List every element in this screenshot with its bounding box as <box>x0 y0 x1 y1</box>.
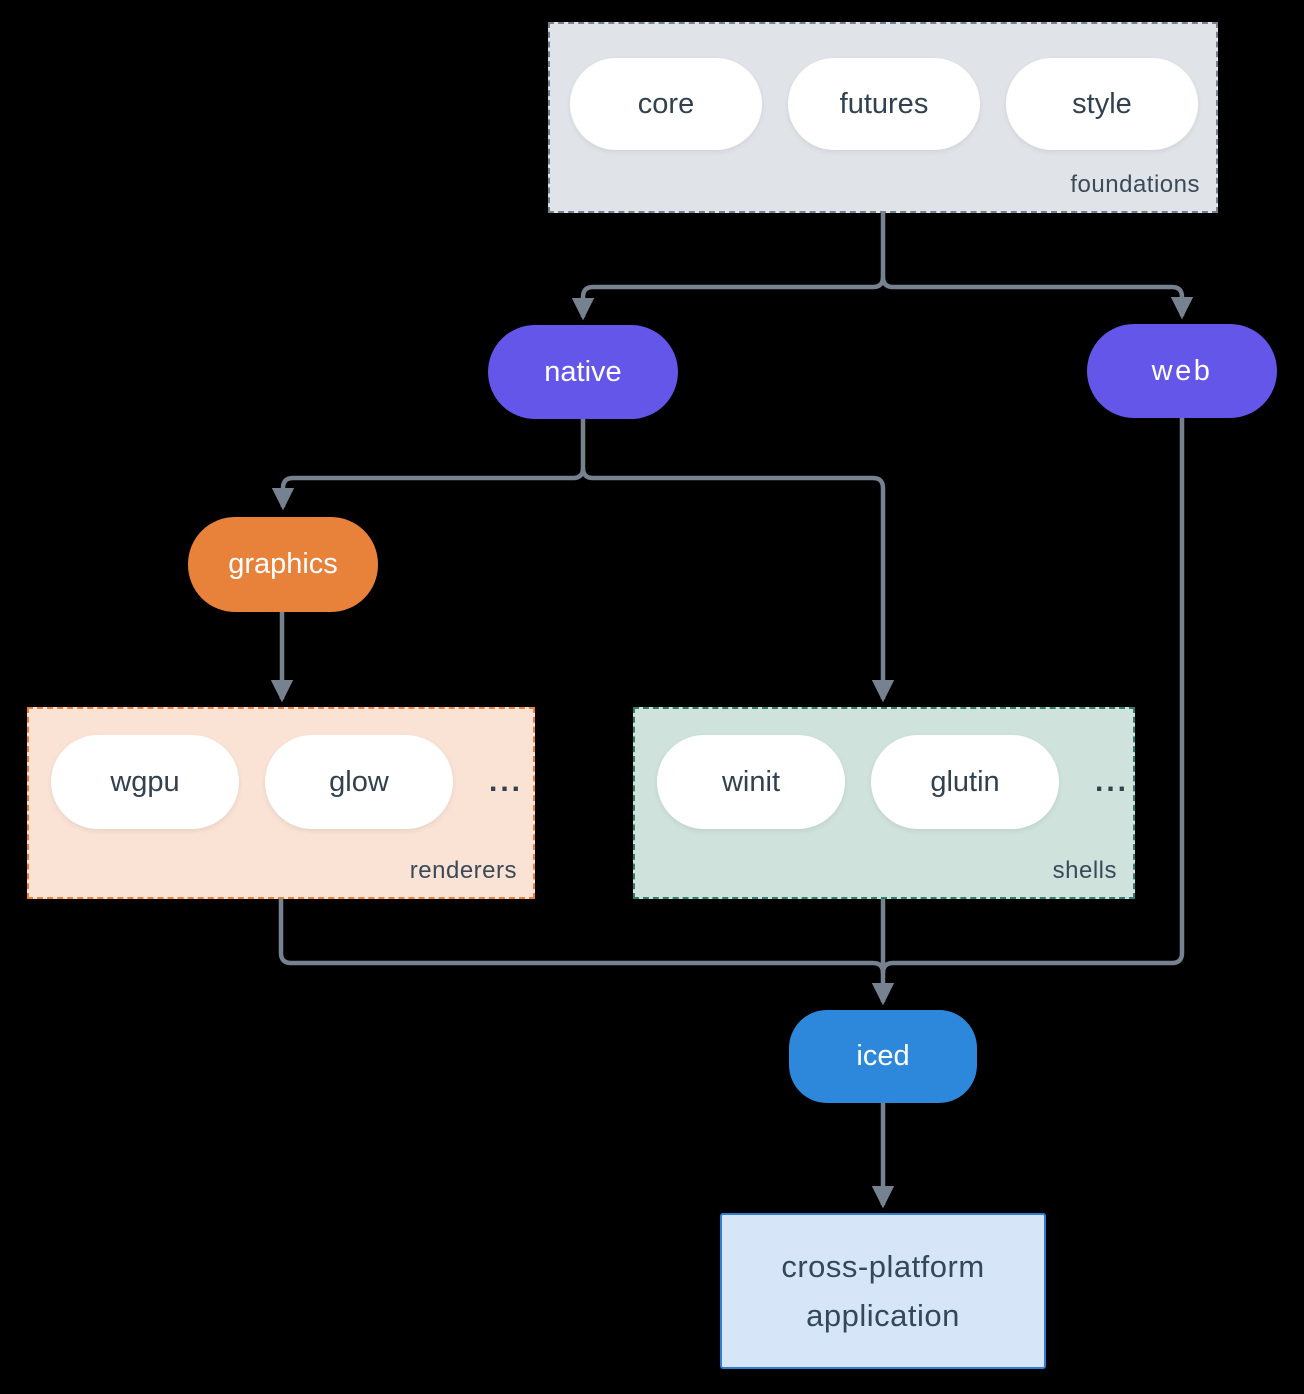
renderers-label: renderers <box>409 857 517 884</box>
group-renderers: wgpu glow ... renderers <box>27 707 535 899</box>
arrow-native-to-shells <box>580 467 895 703</box>
pill-wgpu: wgpu <box>51 735 239 829</box>
pill-core: core <box>570 58 762 150</box>
shells-pill-row: winit glutin ... <box>657 735 1129 829</box>
arrow-foundations-to-web <box>880 276 1194 320</box>
shells-ellipsis: ... <box>1095 765 1130 798</box>
renderers-pill-row: wgpu glow ... <box>51 735 523 829</box>
renderers-ellipsis: ... <box>489 765 524 798</box>
application-label-line2: application <box>806 1298 960 1333</box>
arrow-foundations-to-native <box>571 276 886 321</box>
pill-winit: winit <box>657 735 845 829</box>
foundations-label: foundations <box>1070 171 1200 198</box>
foundations-pill-row: core futures style <box>570 58 1198 150</box>
pill-glutin: glutin <box>871 735 1059 829</box>
node-iced: iced <box>789 1010 977 1103</box>
pill-glow: glow <box>265 735 453 829</box>
arrow-renderers-merge <box>278 899 886 974</box>
group-foundations: core futures style foundations <box>548 22 1218 213</box>
arrow-native-to-graphics <box>271 467 586 511</box>
node-graphics: graphics <box>188 517 378 612</box>
application-label-line1: cross-platform <box>781 1249 985 1284</box>
pill-style: style <box>1006 58 1198 150</box>
node-native: native <box>488 325 678 419</box>
node-cross-platform-application: cross-platform application <box>720 1213 1046 1369</box>
node-web: web <box>1087 324 1277 418</box>
shells-label: shells <box>1052 857 1117 884</box>
group-shells: winit glutin ... shells <box>633 707 1135 899</box>
pill-futures: futures <box>788 58 980 150</box>
